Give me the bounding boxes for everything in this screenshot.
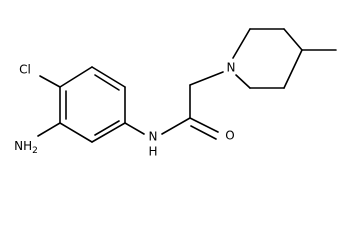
bond-ring-to-amide-nitrogen: [124, 122, 145, 135]
piperidine-bond-c4-c5: [283, 49, 303, 89]
benzene-ring: [59, 66, 126, 143]
piperidine-ring: [232, 28, 303, 89]
bond-ring-to-amine: [37, 122, 61, 137]
bond-carbonyl-to-oxygen: [189, 117, 219, 133]
ring-double-bond-inner-1: [94, 74, 120, 91]
ring-bond-c1-c2: [91, 66, 126, 88]
piperidine-bond-c3-c4: [283, 28, 303, 51]
ring-bond-c3-c4: [91, 122, 126, 143]
bond-carbonyl-to-oxygen-double: [190, 125, 217, 140]
ring-bond-c6-c1: [59, 66, 93, 88]
atom-label-ring-nitrogen: N: [227, 61, 236, 75]
bond-methylene-to-ring-nitrogen: [189, 71, 224, 86]
ring-bond-c4-c5: [59, 122, 93, 143]
ring-double-bond-inner-2: [94, 120, 120, 136]
atom-label-carbonyl-oxygen: O: [225, 129, 234, 143]
atom-label-amide-nitrogen: N: [149, 130, 158, 144]
atom-label-amide-hydrogen: H: [148, 145, 157, 159]
amine-text: NH: [14, 139, 32, 153]
piperidine-bond-n-c2: [232, 28, 251, 59]
piperidine-bond-c6-n: [235, 74, 251, 89]
atom-label-chlorine: Cl: [19, 63, 31, 77]
atom-label-amine: NH2: [14, 139, 38, 156]
bond-amide-nitrogen-to-carbonyl: [161, 117, 191, 135]
bond-ring-to-chlorine: [39, 75, 61, 88]
amine-subscript: 2: [32, 146, 38, 156]
chemical-structure-diagram: Cl NH2 N H O N: [14, 28, 337, 159]
